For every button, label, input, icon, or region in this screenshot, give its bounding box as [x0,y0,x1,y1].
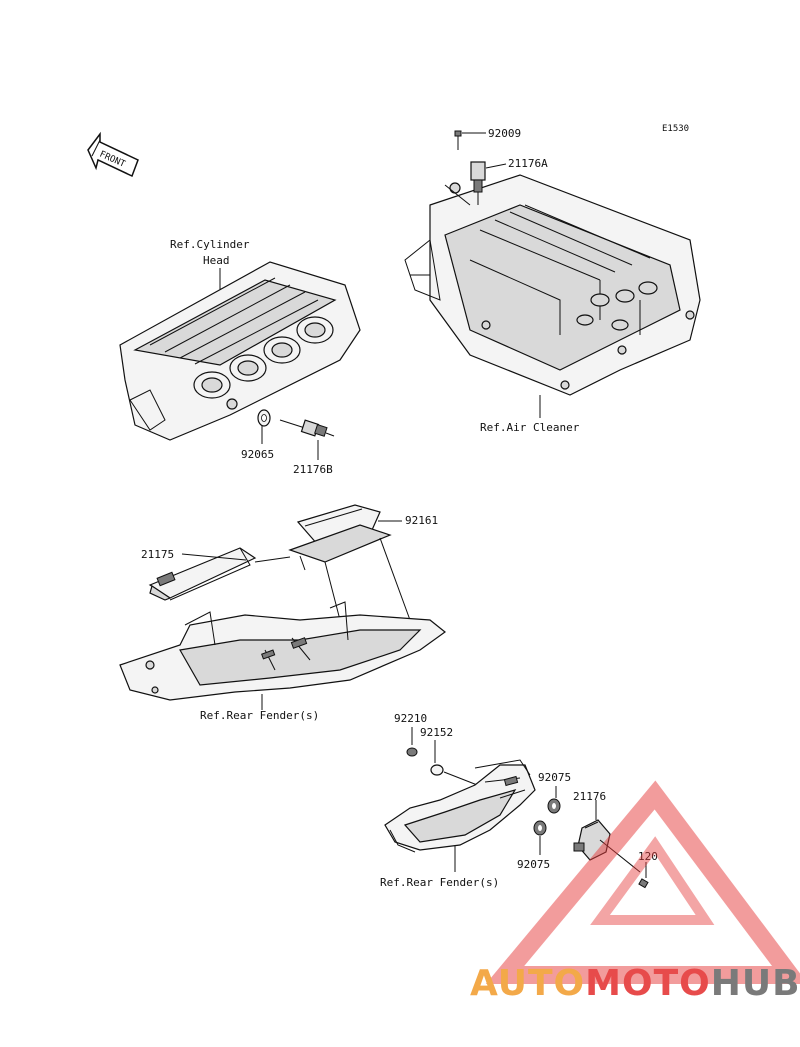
label-92075-b: 92075 [517,858,550,871]
label-92161: 92161 [405,514,438,527]
spacer-92075-b [533,820,547,836]
front-arrow-icon: FRONT [87,131,139,178]
screw-120 [638,878,649,889]
sensor-21176A [470,161,486,205]
label-ref-rear-fender-2: Ref.Rear Fender(s) [380,876,499,889]
label-120: 120 [638,850,658,863]
label-ref-air-cleaner: Ref.Air Cleaner [480,421,580,434]
diagram-code: E1530 [662,124,689,134]
collar-92152 [430,764,444,776]
screw-92009 [454,130,462,150]
label-92075-a: 92075 [538,771,571,784]
label-21176A: 21176A [508,157,548,170]
cylinder-head [119,261,361,441]
label-ref-cylinder-head-1: Ref.Cylinder [170,238,250,251]
nut-92210 [406,747,418,757]
label-ref-cylinder-head-2: Head [203,254,230,267]
label-ref-rear-fender-1: Ref.Rear Fender(s) [200,709,319,722]
rear-fender-upper [119,601,446,701]
label-21176: 21176 [573,790,606,803]
watermark-text: AUTOMOTOHUB [470,963,800,1004]
air-cleaner-housing [404,174,701,396]
label-21175: 21175 [141,548,174,561]
label-92065: 92065 [241,448,274,461]
sensor-21176B [279,419,335,437]
label-92210: 92210 [394,712,427,725]
washer-92065 [257,409,271,427]
label-92009: 92009 [488,127,521,140]
label-21176B: 21176B [293,463,333,476]
spacer-92075-a [547,798,561,814]
ecu-cover-92161 [288,504,411,621]
rear-fender-lower [384,759,536,853]
label-92152: 92152 [420,726,453,739]
module-21175 [148,547,257,601]
automotohub-logo: AUTOMOTOHUB [470,780,800,1004]
